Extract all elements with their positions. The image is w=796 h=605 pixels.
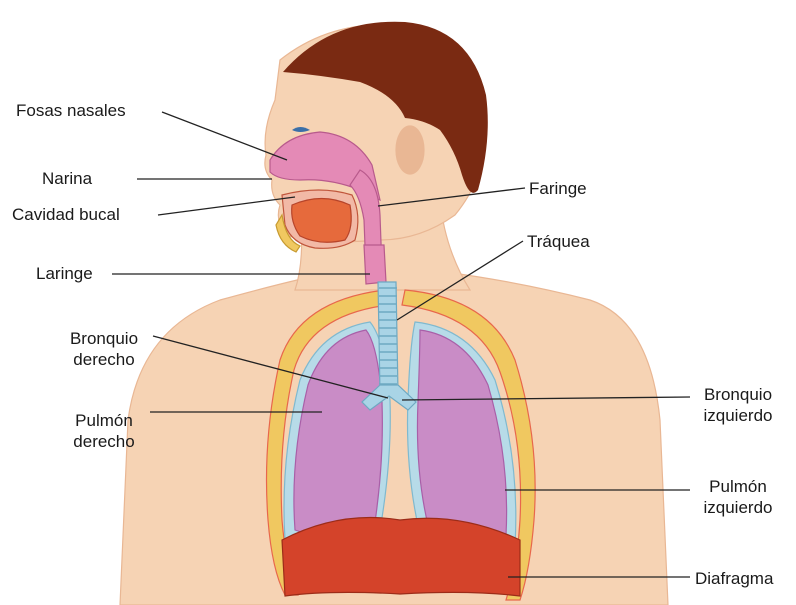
label-bronquio-derecho-line1: Bronquio <box>58 328 150 349</box>
label-pulmon-derecho-line1: Pulmón <box>58 410 150 431</box>
label-fosas-nasales: Fosas nasales <box>16 100 126 121</box>
label-bronquio-izquierdo-line2: izquierdo <box>690 405 786 426</box>
label-bronquio-izquierdo: Bronquio izquierdo <box>690 384 786 426</box>
label-pulmon-derecho-line2: derecho <box>58 431 150 452</box>
label-pulmon-izquierdo-line1: Pulmón <box>690 476 786 497</box>
label-pulmon-derecho: Pulmón derecho <box>58 410 150 452</box>
leader-cavidad-bucal <box>158 197 295 215</box>
diaphragm <box>282 518 520 597</box>
label-cavidad-bucal: Cavidad bucal <box>12 204 120 225</box>
tongue <box>292 199 352 243</box>
label-bronquio-derecho-line2: derecho <box>58 349 150 370</box>
label-pulmon-izquierdo-line2: izquierdo <box>690 497 786 518</box>
label-bronquio-derecho: Bronquio derecho <box>58 328 150 370</box>
label-narina: Narina <box>42 168 92 189</box>
label-diafragma: Diafragma <box>695 568 773 589</box>
larynx <box>364 245 386 284</box>
label-pulmon-izquierdo: Pulmón izquierdo <box>690 476 786 518</box>
label-traquea: Tráquea <box>527 231 590 252</box>
label-faringe: Faringe <box>529 178 587 199</box>
label-bronquio-izquierdo-line1: Bronquio <box>690 384 786 405</box>
ear <box>396 126 424 174</box>
label-laringe: Laringe <box>36 263 93 284</box>
